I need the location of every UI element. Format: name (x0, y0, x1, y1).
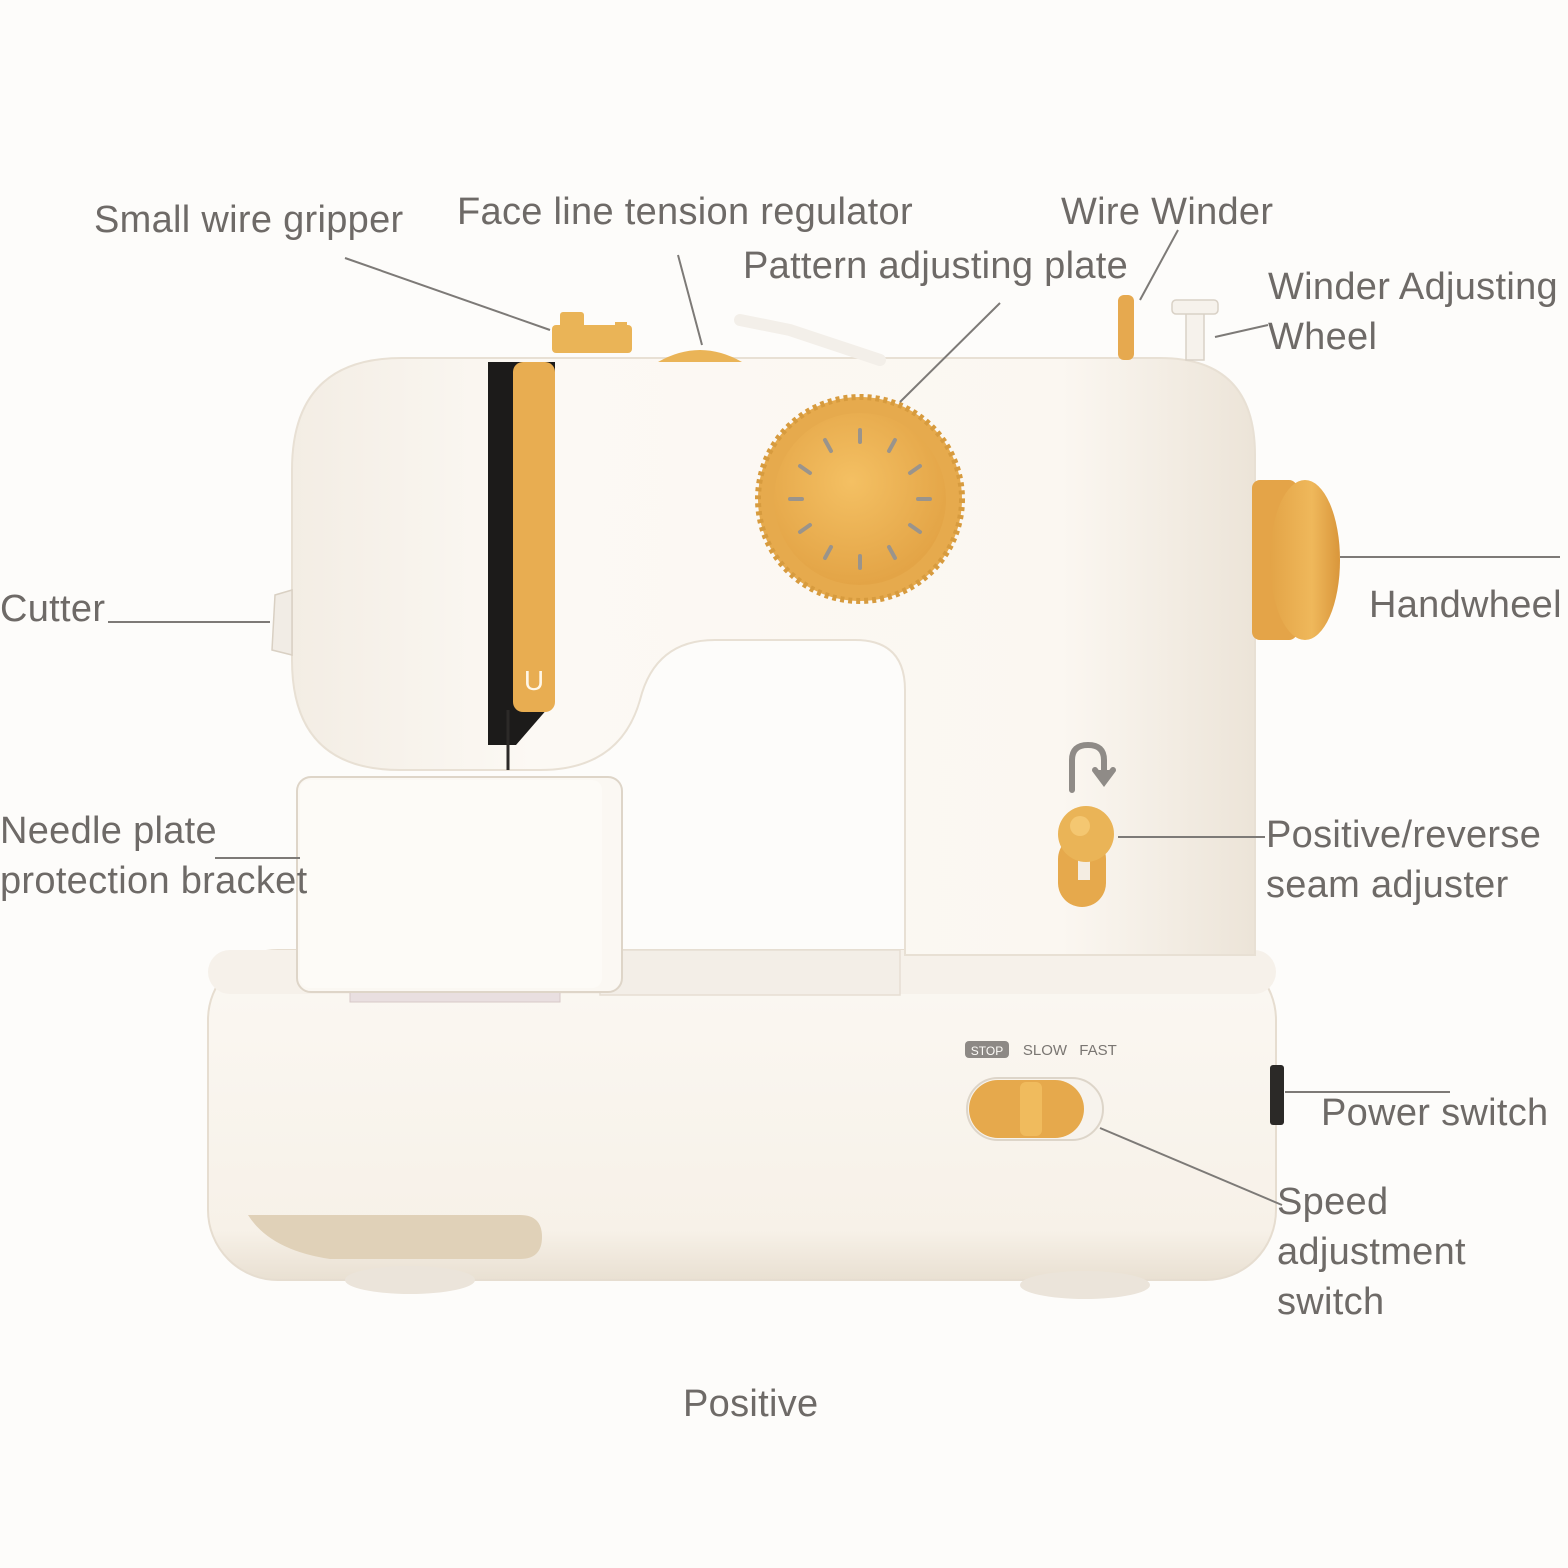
label-needle-plate-2: protection bracket (0, 860, 308, 902)
speed-stop-label: STOP (971, 1044, 1003, 1058)
speed-fast-label: FAST (1079, 1042, 1117, 1059)
label-winder-adjusting-wheel-1: Winder Adjusting (1268, 266, 1558, 308)
thread-take-up-lever (513, 362, 555, 712)
front-storage-slot (248, 1215, 542, 1259)
handwheel (1252, 480, 1340, 640)
label-face-line-tension-regulator: Face line tension regulator (457, 191, 913, 233)
face-line-tension-regulator (658, 350, 742, 362)
speed-slow-label: SLOW (1023, 1042, 1068, 1059)
cutter (271, 588, 293, 656)
label-needle-plate-1: Needle plate (0, 810, 217, 852)
leader-small-wire-gripper (344, 257, 551, 331)
leader-wire-winder (1139, 229, 1179, 301)
wire-winder (1118, 295, 1134, 360)
pattern-adjusting-plate (755, 394, 965, 604)
needle-plate-surface (599, 949, 901, 996)
reverse-icon (1069, 741, 1116, 793)
label-winder-adjusting-wheel-2: Wheel (1268, 316, 1378, 358)
label-seam-adjuster-2: seam adjuster (1266, 864, 1509, 906)
view-caption: Positive (683, 1383, 819, 1425)
leader-pattern-plate (899, 302, 1001, 403)
label-wire-winder: Wire Winder (1061, 191, 1274, 233)
leader-speed-switch (1099, 1127, 1283, 1206)
label-cutter: Cutter (0, 588, 106, 630)
leader-winder-wheel (1214, 324, 1269, 338)
label-speed-switch-1: Speed (1277, 1181, 1389, 1223)
speed-adjustment-switch (966, 1077, 1104, 1141)
leader-lines (108, 229, 1560, 1206)
small-wire-gripper (552, 312, 632, 353)
positive-reverse-seam-adjuster (1058, 806, 1114, 907)
label-small-wire-gripper: Small wire gripper (94, 199, 404, 241)
label-seam-adjuster-1: Positive/reverse (1266, 814, 1542, 856)
leader-face-line-tension (677, 254, 703, 346)
label-speed-switch-3: switch (1277, 1281, 1385, 1323)
label-speed-switch-2: adjustment (1277, 1231, 1466, 1273)
power-switch (1270, 1065, 1284, 1125)
label-pattern-adjusting-plate: Pattern adjusting plate (743, 245, 1129, 287)
label-handwheel: Handwheel (1369, 584, 1562, 626)
speed-markings: STOP SLOW FAST (965, 1041, 1117, 1059)
label-power-switch: Power switch (1321, 1092, 1549, 1134)
svg-text:U: U (524, 665, 544, 696)
winder-adjusting-wheel (1171, 299, 1219, 361)
